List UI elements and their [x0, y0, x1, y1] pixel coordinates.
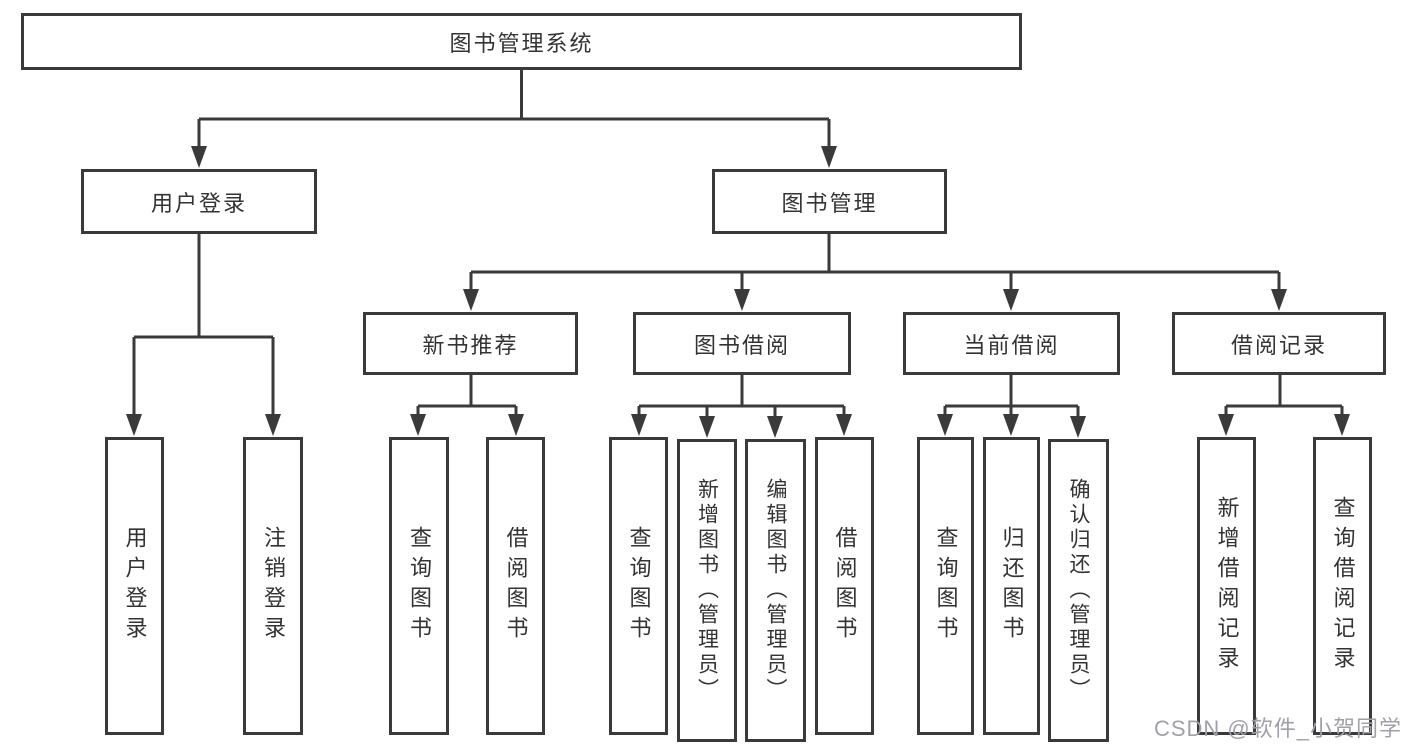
node-label: 归还图书 [999, 526, 1025, 646]
leaf-br-add-record: 新增借阅记录 [1197, 437, 1256, 735]
leaf-bb-edit-book-admin: 编辑图书（管理员） [745, 439, 806, 742]
node-label: 用户登录 [122, 526, 148, 646]
node-borrow-records: 借阅记录 [1172, 312, 1386, 375]
leaf-cb-query-book: 查询图书 [917, 437, 974, 735]
node-label: 图书借阅 [693, 332, 790, 358]
node-label: 编辑图书（管理员） [764, 478, 787, 703]
node-label: 查询借阅记录 [1330, 496, 1356, 676]
leaf-cb-return-book: 归还图书 [983, 437, 1040, 735]
node-label: 查询图书 [626, 526, 652, 646]
node-new-book-recommendation: 新书推荐 [363, 312, 578, 375]
connector-root-to-level2 [191, 70, 837, 168]
node-label: 借阅记录 [1230, 332, 1327, 358]
connector-newbookrec-to-leaves [410, 375, 524, 436]
node-library-management-system: 图书管理系统 [21, 13, 1022, 70]
node-label: 新增借阅记录 [1214, 496, 1240, 676]
node-label: 查询图书 [933, 526, 959, 646]
connector-bookmgmt-to-level3 [463, 233, 1287, 311]
leaf-logout: 注销登录 [243, 437, 303, 735]
node-book-management: 图书管理 [712, 169, 947, 234]
node-label: 新增图书（管理员） [695, 478, 719, 703]
leaf-cb-confirm-return-admin: 确认归还（管理员） [1048, 439, 1109, 742]
leaf-bb-borrow-book: 借阅图书 [815, 437, 874, 735]
node-label: 确认归还（管理员） [1067, 478, 1090, 703]
node-label: 用户登录 [150, 190, 247, 216]
connector-bookborrow-to-leaves [631, 375, 852, 438]
leaf-nbr-query-book: 查询图书 [389, 437, 449, 735]
csdn-watermark: CSDN @软件_小贺同学 [1153, 716, 1402, 741]
connector-currentborrow-to-leaves [937, 375, 1086, 438]
node-label: 查询图书 [407, 526, 432, 646]
node-current-borrowing: 当前借阅 [903, 312, 1120, 375]
leaf-user-login: 用户登录 [105, 437, 164, 735]
leaf-bb-add-book-admin: 新增图书（管理员） [677, 439, 737, 742]
node-book-borrowing: 图书借阅 [633, 312, 851, 375]
node-label: 借阅图书 [503, 526, 529, 646]
node-user-login: 用户登录 [81, 169, 317, 234]
connector-userlogin-to-leaves [126, 233, 281, 436]
node-label: 注销登录 [261, 526, 286, 646]
leaf-bb-query-book: 查询图书 [609, 437, 668, 735]
connector-borrowrecord-to-leaves [1218, 375, 1350, 436]
node-label: 借阅图书 [832, 526, 858, 646]
node-label: 图书管理 [781, 190, 878, 216]
node-label: 图书管理系统 [449, 30, 594, 56]
node-label: 当前借阅 [963, 332, 1060, 358]
leaf-nbr-borrow-book: 借阅图书 [486, 437, 545, 735]
leaf-br-query-record: 查询借阅记录 [1313, 437, 1372, 735]
node-label: 新书推荐 [422, 332, 519, 358]
